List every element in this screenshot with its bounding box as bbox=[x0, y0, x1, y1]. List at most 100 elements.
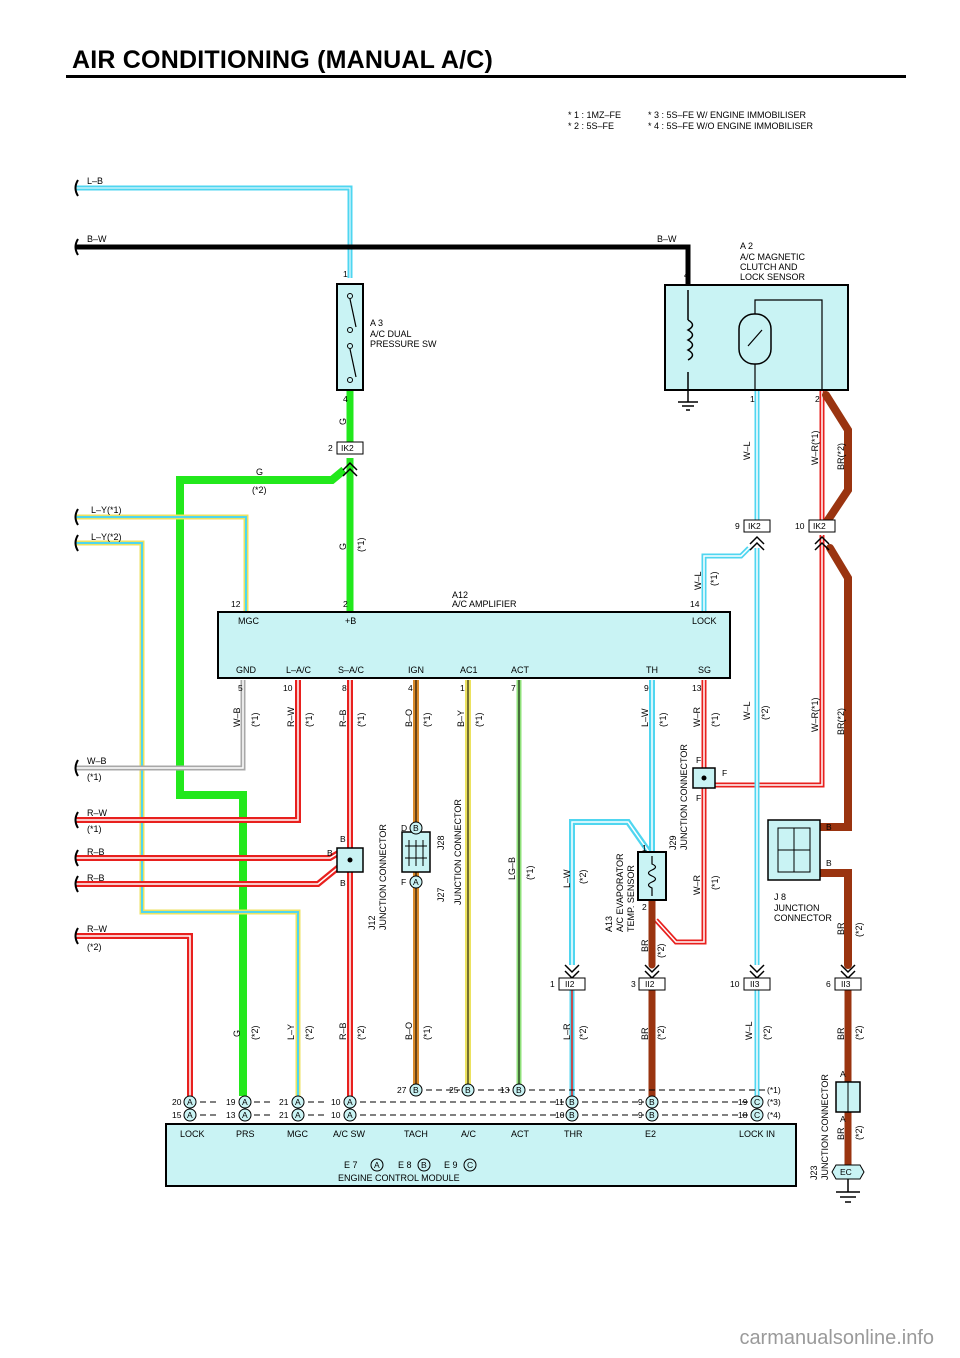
svg-text:B: B bbox=[649, 1110, 655, 1120]
a2-pin-2: 2 bbox=[815, 394, 820, 404]
svg-text:ENGINE CONTROL MODULE: ENGINE CONTROL MODULE bbox=[338, 1173, 460, 1183]
svg-text:D: D bbox=[401, 823, 407, 833]
svg-text:10: 10 bbox=[283, 683, 293, 693]
svg-text:F: F bbox=[696, 755, 701, 765]
svg-text:(*2): (*2) bbox=[578, 869, 588, 884]
svg-text:(*2): (*2) bbox=[762, 1025, 772, 1040]
svg-text:B: B bbox=[413, 823, 419, 833]
svg-text:J27: J27 bbox=[436, 887, 446, 902]
svg-text:A/C SW: A/C SW bbox=[333, 1129, 366, 1139]
wire-bw bbox=[76, 244, 691, 285]
svg-text:ACT: ACT bbox=[511, 665, 530, 675]
a12-ac-amplifier: MGC +B LOCK GND L–A/C S–A/C IGN AC1 ACT … bbox=[217, 590, 731, 693]
svg-text:LOCK: LOCK bbox=[692, 616, 717, 626]
svg-text:9: 9 bbox=[638, 1110, 643, 1120]
svg-text:MGC: MGC bbox=[238, 616, 259, 626]
svg-text:F: F bbox=[722, 768, 727, 778]
svg-text:27: 27 bbox=[397, 1085, 407, 1095]
svg-text:L–Y: L–Y bbox=[286, 1024, 296, 1040]
svg-text:10: 10 bbox=[555, 1110, 565, 1120]
svg-text:W–B: W–B bbox=[87, 756, 107, 766]
svg-text:B: B bbox=[826, 858, 832, 868]
svg-text:(*2): (*2) bbox=[356, 1025, 366, 1040]
variant-notes: * 1 : 1MZ–FE * 2 : 5S–FE * 3 : 5S–FE W/ … bbox=[568, 110, 814, 131]
a3-label-1: A 3 bbox=[370, 318, 383, 328]
svg-text:21: 21 bbox=[279, 1097, 289, 1107]
svg-text:L–W: L–W bbox=[562, 869, 572, 888]
svg-text:LOCK IN: LOCK IN bbox=[739, 1129, 775, 1139]
svg-text:II2: II2 bbox=[565, 979, 575, 989]
a3-dual-pressure-switch: 1 4 A 3 A/C DUAL PRESSURE SW bbox=[336, 269, 437, 404]
svg-text:(*2): (*2) bbox=[854, 1025, 864, 1040]
svg-text:F: F bbox=[401, 877, 406, 887]
svg-text:(*4): (*4) bbox=[767, 1110, 781, 1120]
svg-text:PRS: PRS bbox=[236, 1129, 255, 1139]
wire-br bbox=[648, 391, 852, 1169]
wire-g bbox=[176, 390, 354, 1096]
svg-text:2: 2 bbox=[343, 599, 348, 609]
ecm-input-labels: G (*2) L–Y (*2) R–B (*2) B–O (*1) L–R (*… bbox=[232, 1021, 864, 1140]
note-1: * 1 : 1MZ–FE bbox=[568, 110, 621, 120]
svg-text:CONNECTOR: CONNECTOR bbox=[774, 913, 832, 923]
svg-text:R–W: R–W bbox=[87, 808, 108, 818]
svg-text:(*1): (*1) bbox=[304, 712, 314, 727]
page-title: AIR CONDITIONING (MANUAL A/C) bbox=[72, 46, 494, 74]
svg-text:8: 8 bbox=[342, 683, 347, 693]
svg-text:(*1): (*1) bbox=[767, 1085, 781, 1095]
wire-wb bbox=[76, 680, 246, 771]
svg-text:JUNCTION: JUNCTION bbox=[774, 903, 820, 913]
svg-text:TACH: TACH bbox=[404, 1129, 428, 1139]
svg-text:F: F bbox=[696, 793, 701, 803]
svg-text:E2: E2 bbox=[645, 1129, 656, 1139]
svg-text:9: 9 bbox=[644, 683, 649, 693]
svg-text:B: B bbox=[413, 1085, 419, 1095]
j23-junction-connector: A A J23 JUNCTION CONNECTOR bbox=[809, 1069, 861, 1180]
svg-text:(*1): (*1) bbox=[525, 865, 535, 880]
svg-text:B: B bbox=[516, 1085, 522, 1095]
svg-text:(*1): (*1) bbox=[658, 712, 668, 727]
svg-text:II2: II2 bbox=[645, 979, 655, 989]
svg-text:9: 9 bbox=[735, 521, 740, 531]
svg-text:W–L: W–L bbox=[742, 701, 752, 720]
ecm-variant-notes: (*1) (*3) (*4) bbox=[767, 1085, 781, 1120]
a12-output-labels: W–B (*1) R–W (*1) R–B (*1) B–O (*1) B–Y … bbox=[232, 706, 864, 958]
svg-text:2: 2 bbox=[328, 443, 333, 453]
svg-text:J12: J12 bbox=[367, 915, 377, 930]
svg-text:A: A bbox=[187, 1097, 193, 1107]
a2-magnetic-clutch: 4 1 2 A 2 A/C MAGNETIC CLUTCH AND LOCK S… bbox=[664, 241, 849, 411]
svg-text:(*2): (*2) bbox=[854, 922, 864, 937]
a2-pin-1: 1 bbox=[750, 394, 755, 404]
a3-label-3: PRESSURE SW bbox=[370, 339, 437, 349]
wire-end-brackets bbox=[74, 179, 79, 945]
svg-text:B–Y: B–Y bbox=[456, 710, 466, 727]
svg-text:B: B bbox=[421, 1160, 427, 1170]
svg-text:+B: +B bbox=[345, 616, 356, 626]
j27-j28-junction-connector: B D A F J27 J28 JUNCTION CONNECTOR bbox=[401, 799, 463, 905]
svg-text:L–R: L–R bbox=[562, 1023, 572, 1040]
svg-text:W–R(*1): W–R(*1) bbox=[810, 697, 820, 732]
ground-ec: EC bbox=[831, 1164, 865, 1203]
svg-text:W–L: W–L bbox=[742, 441, 752, 460]
svg-text:6: 6 bbox=[826, 979, 831, 989]
svg-text:4: 4 bbox=[408, 683, 413, 693]
svg-text:(*1): (*1) bbox=[250, 712, 260, 727]
svg-text:G: G bbox=[232, 1030, 242, 1037]
svg-text:(*1): (*1) bbox=[422, 712, 432, 727]
svg-text:R–B: R–B bbox=[338, 709, 348, 727]
svg-text:B: B bbox=[569, 1097, 575, 1107]
svg-text:J 8: J 8 bbox=[774, 892, 786, 902]
ii-connectors: II2 1 II2 3 II3 10 II3 6 bbox=[550, 964, 862, 991]
svg-text:J28: J28 bbox=[436, 835, 446, 850]
wire-wr bbox=[654, 390, 825, 945]
svg-text:IK2: IK2 bbox=[748, 521, 761, 531]
svg-text:B: B bbox=[569, 1110, 575, 1120]
svg-text:BR: BR bbox=[640, 1027, 650, 1040]
svg-text:(*1): (*1) bbox=[356, 537, 366, 552]
ecm-pins bbox=[183, 1083, 764, 1122]
svg-text:L–A/C: L–A/C bbox=[286, 665, 312, 675]
svg-text:ACT: ACT bbox=[511, 1129, 530, 1139]
svg-text:S–A/C: S–A/C bbox=[338, 665, 365, 675]
svg-text:II3: II3 bbox=[841, 979, 851, 989]
svg-text:13: 13 bbox=[500, 1085, 510, 1095]
a12-label-1: A12 bbox=[452, 590, 468, 600]
